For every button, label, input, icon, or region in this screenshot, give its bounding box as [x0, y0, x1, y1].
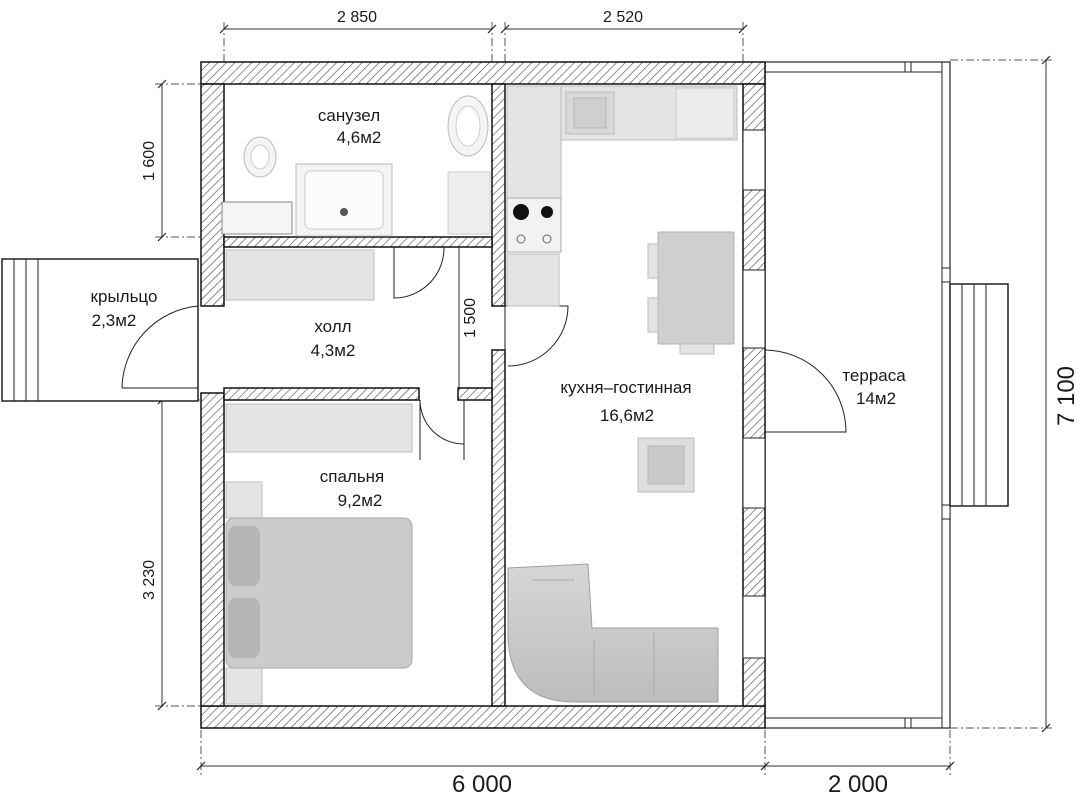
bedroom-name: спальня [320, 467, 385, 486]
room-labels: санузел 4,6м2 крыльцо 2,3м2 холл 4,3м2 с… [91, 106, 907, 510]
porch-name: крыльцо [91, 287, 158, 306]
sofa-icon [507, 563, 719, 703]
dim-left-lower: 3 230 [141, 560, 158, 600]
walls [200, 61, 766, 729]
dimension-labels: 2 850 2 520 1 600 3 230 1 500 7 100 6 00… [141, 9, 1080, 798]
hall-name: холл [314, 317, 351, 336]
wall-markers [742, 129, 766, 659]
doors [121, 246, 847, 460]
dim-bottom-house: 6 000 [452, 771, 512, 798]
door-swing-icon [393, 246, 445, 299]
bedroom-area: 9,2м2 [338, 491, 383, 510]
door-swing-icon [419, 399, 465, 460]
dim-bottom-terrace: 2 000 [828, 771, 888, 798]
terrace-area [764, 61, 1009, 729]
nightstand [225, 667, 263, 705]
nightstand [225, 481, 263, 519]
hall-wardrobe [225, 249, 375, 301]
dim-left-upper: 1 600 [141, 141, 158, 181]
dim-top-right: 2 520 [603, 9, 643, 26]
dim-hall-height: 1 500 [462, 298, 479, 338]
bathroom-fixtures [221, 95, 491, 237]
kitchen-living-name: кухня–гостинная [560, 378, 691, 397]
bed-icon [225, 517, 413, 669]
door-swing-icon [504, 305, 569, 367]
terrace-name: терраса [842, 366, 906, 385]
stove-icon [506, 197, 562, 253]
dim-top-left: 2 850 [337, 9, 377, 26]
door-swing-icon [121, 305, 199, 390]
furniture [221, 85, 738, 705]
kitchen-living-area: 16,6м2 [600, 406, 654, 425]
porch-area: 2,3м2 [92, 311, 137, 330]
dimension-lines [155, 22, 1052, 775]
hall-area: 4,3м2 [311, 341, 356, 360]
porch-steps [1, 258, 199, 402]
dining-table-icon [657, 231, 735, 345]
door-swing-icon [764, 349, 847, 433]
bedroom-wardrobe [225, 403, 413, 453]
bathroom-name: санузел [318, 106, 380, 125]
bathroom-area: 4,6м2 [337, 128, 382, 147]
terrace-area-label: 14м2 [856, 389, 896, 408]
dim-right-total: 7 100 [1053, 366, 1080, 426]
